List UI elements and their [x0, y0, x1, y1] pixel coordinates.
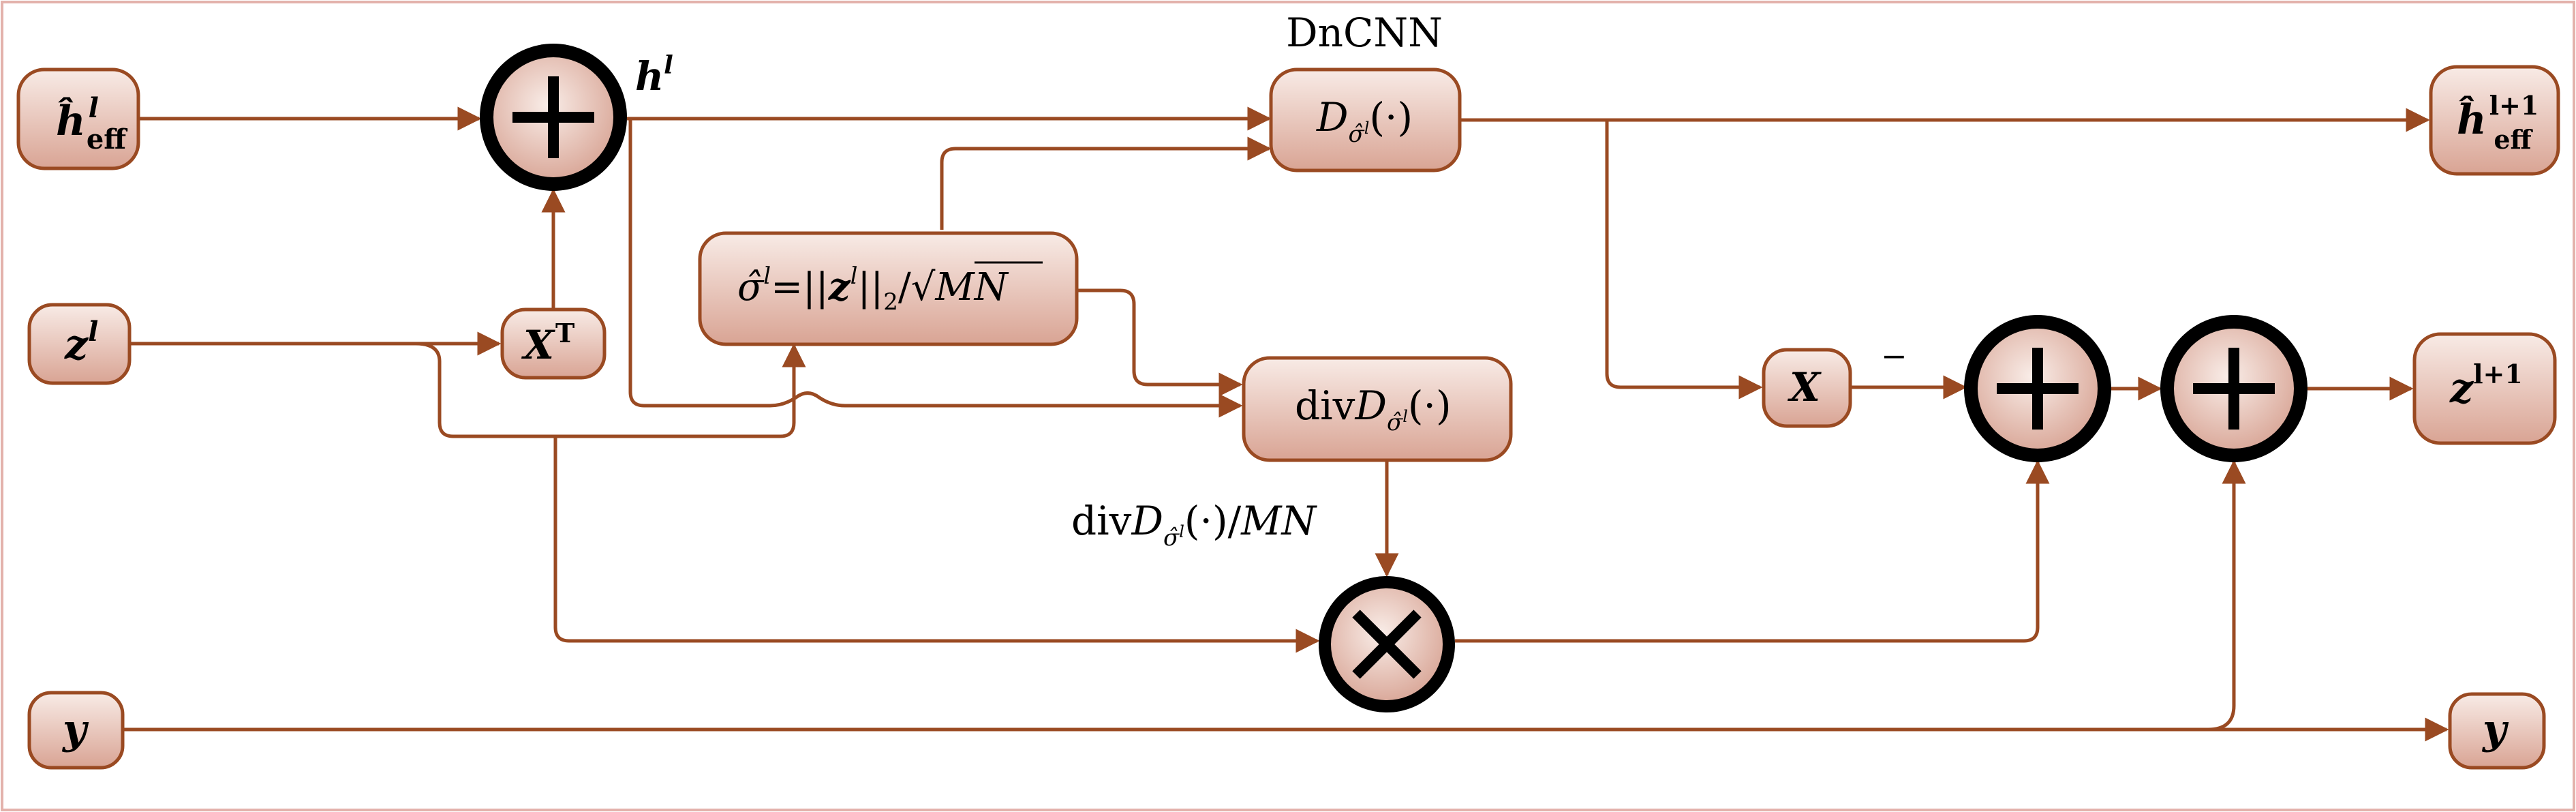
node-y-out: y	[2448, 692, 2546, 770]
svg-text:zl+1: zl+1	[2449, 359, 2523, 412]
node-y-in: y	[27, 691, 125, 770]
svg-text:zl: zl	[64, 316, 98, 369]
svg-text:divDσ̂l(·): divDσ̂l(·)	[1295, 382, 1452, 436]
wire-z-to-sigma	[415, 342, 806, 438]
label-minus: −	[1881, 337, 1907, 374]
svg-text:X: X	[1787, 364, 1822, 410]
wire-y-to-adder2	[2207, 460, 2246, 732]
node-x: X	[1762, 348, 1852, 428]
wire-denoiser-to-x	[1605, 120, 1763, 400]
node-sigma-estimate: σ̂l=||zl||2/√MN	[698, 231, 1079, 346]
multiplier	[1319, 576, 1455, 712]
node-xt: XT	[500, 307, 607, 380]
svg-text:y: y	[2481, 706, 2509, 753]
node-z-out: zl+1	[2412, 332, 2557, 445]
node-divergence: divDσ̂l(·)	[1242, 356, 1513, 462]
wire-h-to-div	[628, 119, 1243, 418]
svg-text:Dσ̂l(·): Dσ̂l(·)	[1316, 94, 1413, 148]
adder-mid-1	[1964, 315, 2111, 462]
adder-top	[480, 44, 627, 191]
connections	[123, 106, 2449, 742]
svg-text:XT: XT	[521, 318, 574, 368]
wire-sigma-to-denoiser	[940, 136, 1272, 230]
label-h-l: hl	[635, 51, 673, 100]
svg-text:y: y	[61, 706, 89, 753]
svg-text:σ̂l=||zl||2/√MN: σ̂l=||zl||2/√MN	[737, 262, 1009, 316]
label-div-scaled: divDσ̂l(·)/MN	[1071, 498, 1317, 552]
adder-mid-2	[2160, 315, 2307, 462]
wire-multiply-to-adder1	[1455, 460, 2050, 643]
node-z-in: zl	[27, 303, 132, 385]
node-denoiser: DnCNN Dσ̂l(·)	[1269, 10, 1462, 172]
title-dncnn: DnCNN	[1286, 10, 1443, 56]
wire-sigma-to-div	[1077, 288, 1243, 397]
wire-z-to-multiply	[553, 436, 1320, 653]
